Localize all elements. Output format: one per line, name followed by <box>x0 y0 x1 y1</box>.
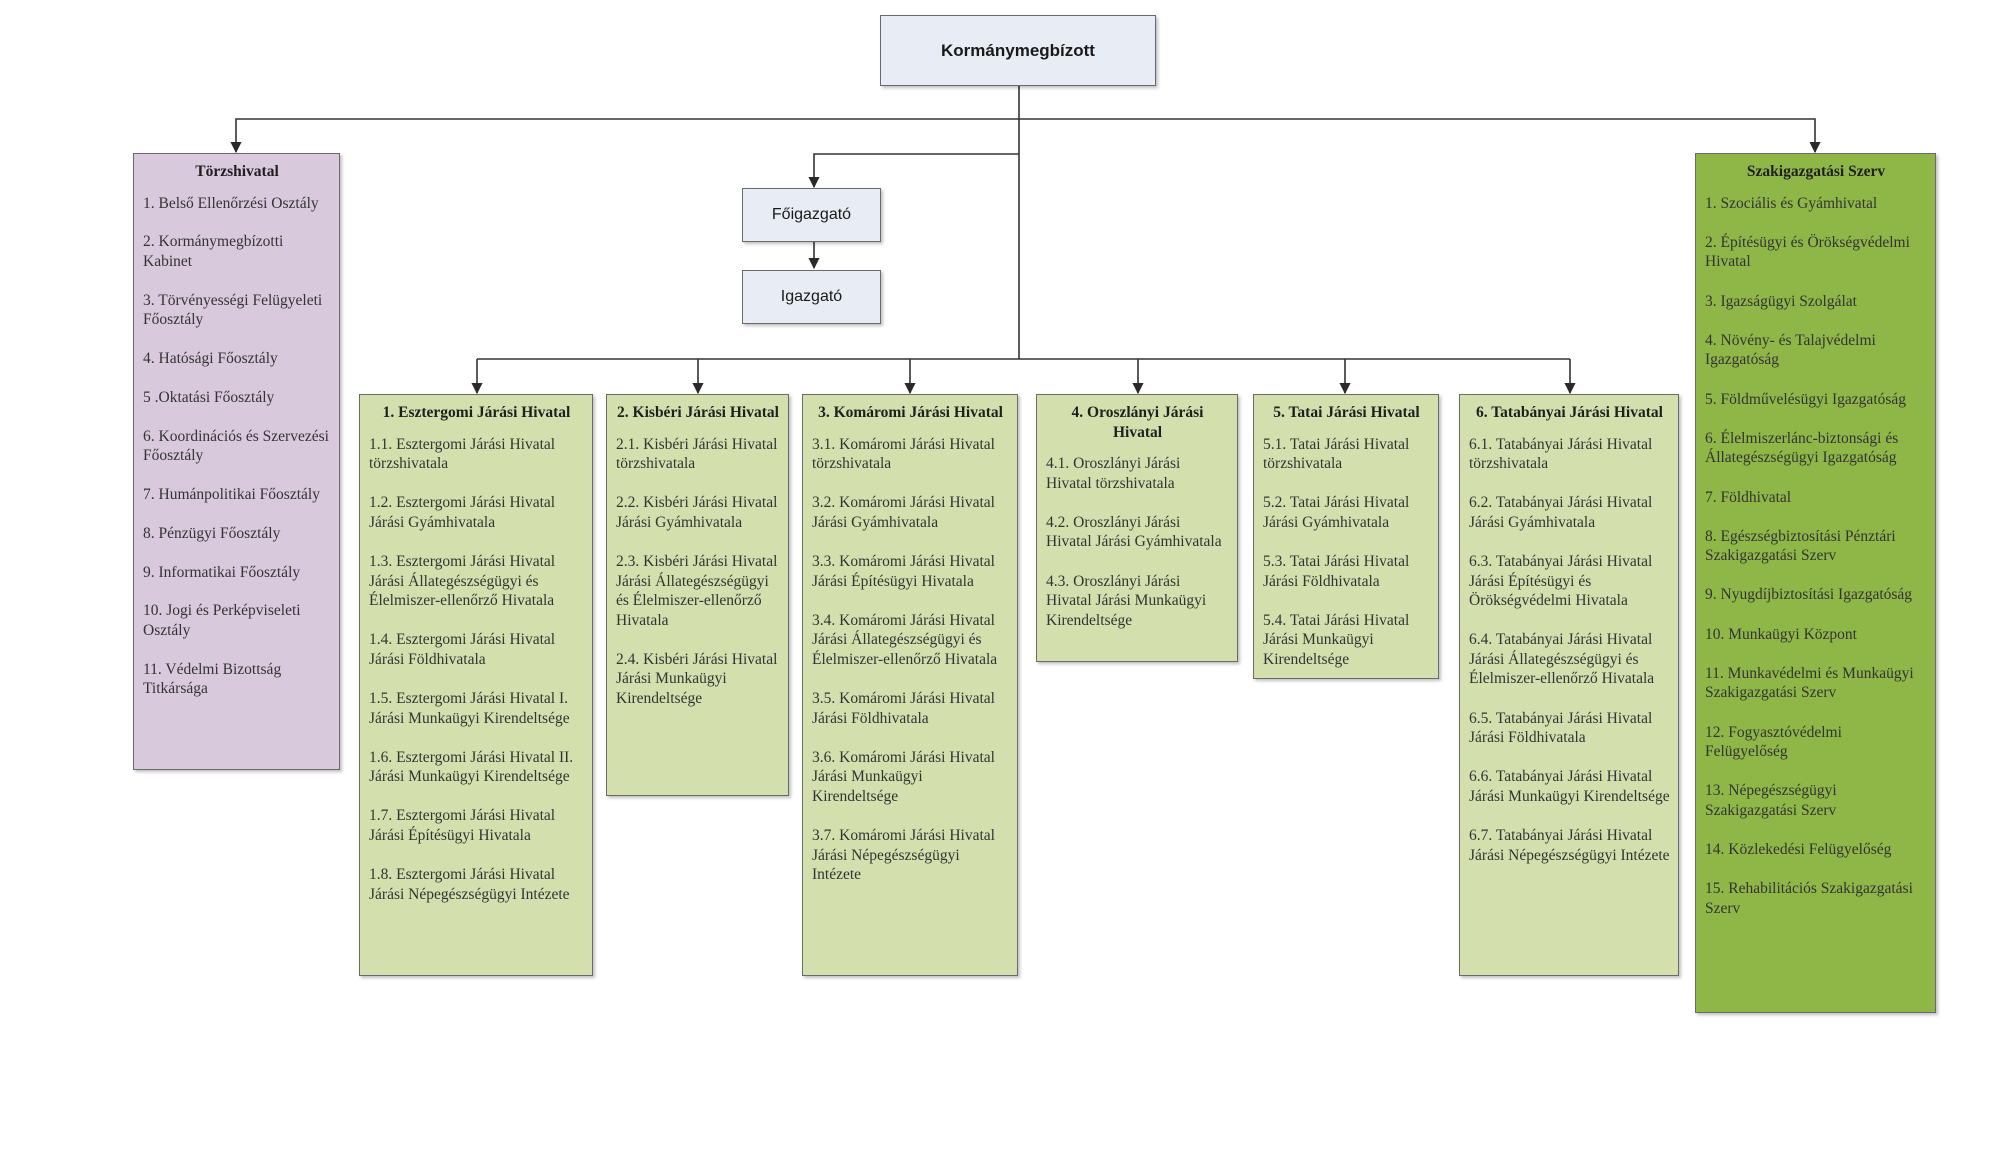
igazgato-label: Igazgató <box>780 288 843 305</box>
office-title: 3. Komáromi Járási Hivatal <box>818 404 1003 421</box>
list-item: 3.4. Komáromi Járási Hivatal Járási Álla… <box>812 611 998 668</box>
list-item: 6.5. Tatabányai Járási Hivatal Járási Fö… <box>1469 709 1653 747</box>
list-item: 8. Egészségbiztosítási Pénztári Szakigaz… <box>1705 527 1896 565</box>
list-item: 4.2. Oroszlányi Járási Hivatal Járási Gy… <box>1046 513 1222 551</box>
connector-to-torzshivatal <box>230 118 1019 154</box>
office-title: 1. Esztergomi Járási Hivatal <box>382 404 571 421</box>
office-tatabanya-box: 6. Tatabányai Járási Hivatal 6.1. Tatabá… <box>1459 394 1679 976</box>
list-item: 2.1. Kisbéri Járási Hivatal törzshivatal… <box>616 435 778 473</box>
list-item: 6.1. Tatabányai Járási Hivatal törzshiva… <box>1469 435 1653 473</box>
list-item: 5.1. Tatai Járási Hivatal törzshivatala <box>1263 435 1410 473</box>
list-item: 3.3. Komáromi Járási Hivatal Járási Épít… <box>812 552 995 590</box>
list-item: 3. Igazságügyi Szolgálat <box>1705 292 1857 310</box>
list-item: 6.7. Tatabányai Járási Hivatal Járási Né… <box>1469 826 1670 864</box>
list-item: 12. Fogyasztóvédelmi Felügyelőség <box>1705 723 1842 761</box>
list-item: 1.5. Esztergomi Járási Hivatal I. Járási… <box>369 689 570 727</box>
list-item: 7. Földhivatal <box>1705 488 1792 506</box>
list-item: 5.2. Tatai Járási Hivatal Járási Gyámhiv… <box>1263 494 1410 531</box>
list-item: 3.5. Komáromi Járási Hivatal Járási Föld… <box>812 689 995 727</box>
list-item: 15. Rehabilitációs Szakigazgatási Szerv <box>1705 880 1913 917</box>
list-item: 10. Jogi és Perképviseleti Osztály <box>143 602 301 639</box>
list-item: 8. Pénzügyi Főosztály <box>143 524 281 542</box>
office-title: 6. Tatabányai Járási Hivatal <box>1476 404 1663 421</box>
connector-to-szakigazgatasi <box>1019 118 1821 154</box>
office-title: 4. Oroszlányi Járási Hivatal <box>1071 404 1204 441</box>
office-oroszlany-box: 4. Oroszlányi Járási Hivatal 4.1. Oroszl… <box>1036 394 1238 662</box>
list-item: 11. Védelmi Bizottság Titkársága <box>143 660 282 698</box>
connector-to-foigazgato <box>808 153 1019 189</box>
list-item: 9. Nyugdíjbiztosítási Igazgatóság <box>1705 586 1913 604</box>
torzshivatal-box: Törzshivatal 1. Belső Ellenőrzési Osztál… <box>133 153 340 770</box>
list-item: 7. Humánpolitikai Főosztály <box>143 486 320 504</box>
list-item: 2.4. Kisbéri Járási Hivatal Járási Munka… <box>616 650 778 708</box>
office-komarom-box: 3. Komáromi Járási Hivatal 3.1. Komáromi… <box>802 394 1018 976</box>
foigazgato-label: Főigazgató <box>771 206 852 223</box>
igazgato-box: Igazgató <box>742 270 881 324</box>
list-item: 1.4. Esztergomi Járási Hivatal Járási Fö… <box>369 631 556 668</box>
list-item: 1.7. Esztergomi Járási Hivatal Járási Ép… <box>369 807 556 844</box>
foigazgato-box: Főigazgató <box>742 188 881 242</box>
list-item: 4. Hatósági Főosztály <box>143 350 278 368</box>
list-item: 5.3. Tatai Járási Hivatal Járási Földhiv… <box>1263 552 1410 590</box>
list-item: 6.4. Tatabányai Járási Hivatal Járási Ál… <box>1469 631 1655 688</box>
office-title: 2. Kisbéri Járási Hivatal <box>617 404 779 421</box>
list-item: 1.1. Esztergomi Járási Hivatal törzshiva… <box>369 435 556 473</box>
list-item: 1. Belső Ellenőrzési Osztály <box>143 194 319 212</box>
list-item: 2.3. Kisbéri Járási Hivatal Járási Állat… <box>616 552 778 629</box>
office-title: 5. Tatai Járási Hivatal <box>1273 404 1420 421</box>
list-item: 6.6. Tatabányai Járási Hivatal Járási Mu… <box>1469 768 1670 805</box>
list-item: 5.4. Tatai Járási Hivatal Járási Munkaüg… <box>1263 611 1410 668</box>
list-item: 6.2. Tatabányai Járási Hivatal Járási Gy… <box>1469 494 1653 531</box>
list-item: 3.7. Komáromi Járási Hivatal Járási Népe… <box>812 826 995 884</box>
list-item: 10. Munkaügyi Központ <box>1705 625 1857 643</box>
kormanymegbizott-label: Kormánymegbízott <box>941 40 1095 60</box>
list-item: 2.2. Kisbéri Járási Hivatal Járási Gyámh… <box>616 494 778 531</box>
list-item: 3.1. Komáromi Járási Hivatal törzshivata… <box>812 435 995 473</box>
list-item: 5. Földművelésügyi Igazgatóság <box>1705 390 1907 408</box>
list-item: 13. Népegészségügyi Szakigazgatási Szerv <box>1705 782 1837 819</box>
list-item: 5 .Oktatási Főosztály <box>143 388 275 406</box>
list-item: 1.3. Esztergomi Járási Hivatal Járási Ál… <box>369 552 556 610</box>
list-item: 2. Kormánymegbízotti Kabinet <box>143 233 284 270</box>
office-kisber-box: 2. Kisbéri Járási Hivatal 2.1. Kisbéri J… <box>606 394 789 796</box>
list-item: 4. Növény- és Talajvédelmi Igazgatóság <box>1705 331 1876 369</box>
list-item: 11. Munkavédelmi és Munkaügyi Szakigazga… <box>1705 664 1914 702</box>
list-item: 2. Építésügyi és Örökségvédelmi Hivatal <box>1705 233 1910 271</box>
list-item: 1.6. Esztergomi Járási Hivatal II. Járás… <box>369 748 574 786</box>
list-item: 1. Szociális és Gyámhivatal <box>1705 194 1878 212</box>
szakigazgatasi-title: Szakigazgatási Szerv <box>1746 163 1886 180</box>
kormanymegbizott-box: Kormánymegbízott <box>880 15 1156 86</box>
list-item: 1.2. Esztergomi Járási Hivatal Járási Gy… <box>369 494 556 531</box>
list-item: 1.8. Esztergomi Járási Hivatal Járási Né… <box>369 866 570 903</box>
office-tata-box: 5. Tatai Járási Hivatal 5.1. Tatai Járás… <box>1253 394 1439 679</box>
torzshivatal-title: Törzshivatal <box>195 163 279 180</box>
list-item: 9. Informatikai Főosztály <box>143 563 301 581</box>
list-item: 3. Törvényességi Felügyeleti Főosztály <box>143 291 323 329</box>
list-item: 6. Élelmiszerlánc-biztonsági és Állategé… <box>1705 429 1899 467</box>
list-item: 6.3. Tatabányai Járási Hivatal Járási Ép… <box>1469 552 1653 610</box>
list-item: 6. Koordinációs és Szervezési Főosztály <box>143 427 329 465</box>
list-item: 4.3. Oroszlányi Járási Hivatal Járási Mu… <box>1046 572 1207 629</box>
szakigazgatasi-szerv-box: Szakigazgatási Szerv 1. Szociális és Gyá… <box>1695 153 1936 1013</box>
office-esztergom-box: 1. Esztergomi Járási Hivatal 1.1. Eszter… <box>359 394 593 976</box>
list-item: 3.6. Komáromi Járási Hivatal Járási Munk… <box>812 748 995 805</box>
list-item: 3.2. Komáromi Járási Hivatal Járási Gyám… <box>812 494 995 531</box>
list-item: 14. Közlekedési Felügyelőség <box>1705 841 1892 859</box>
list-item: 4.1. Oroszlányi Járási Hivatal törzshiva… <box>1046 455 1181 492</box>
